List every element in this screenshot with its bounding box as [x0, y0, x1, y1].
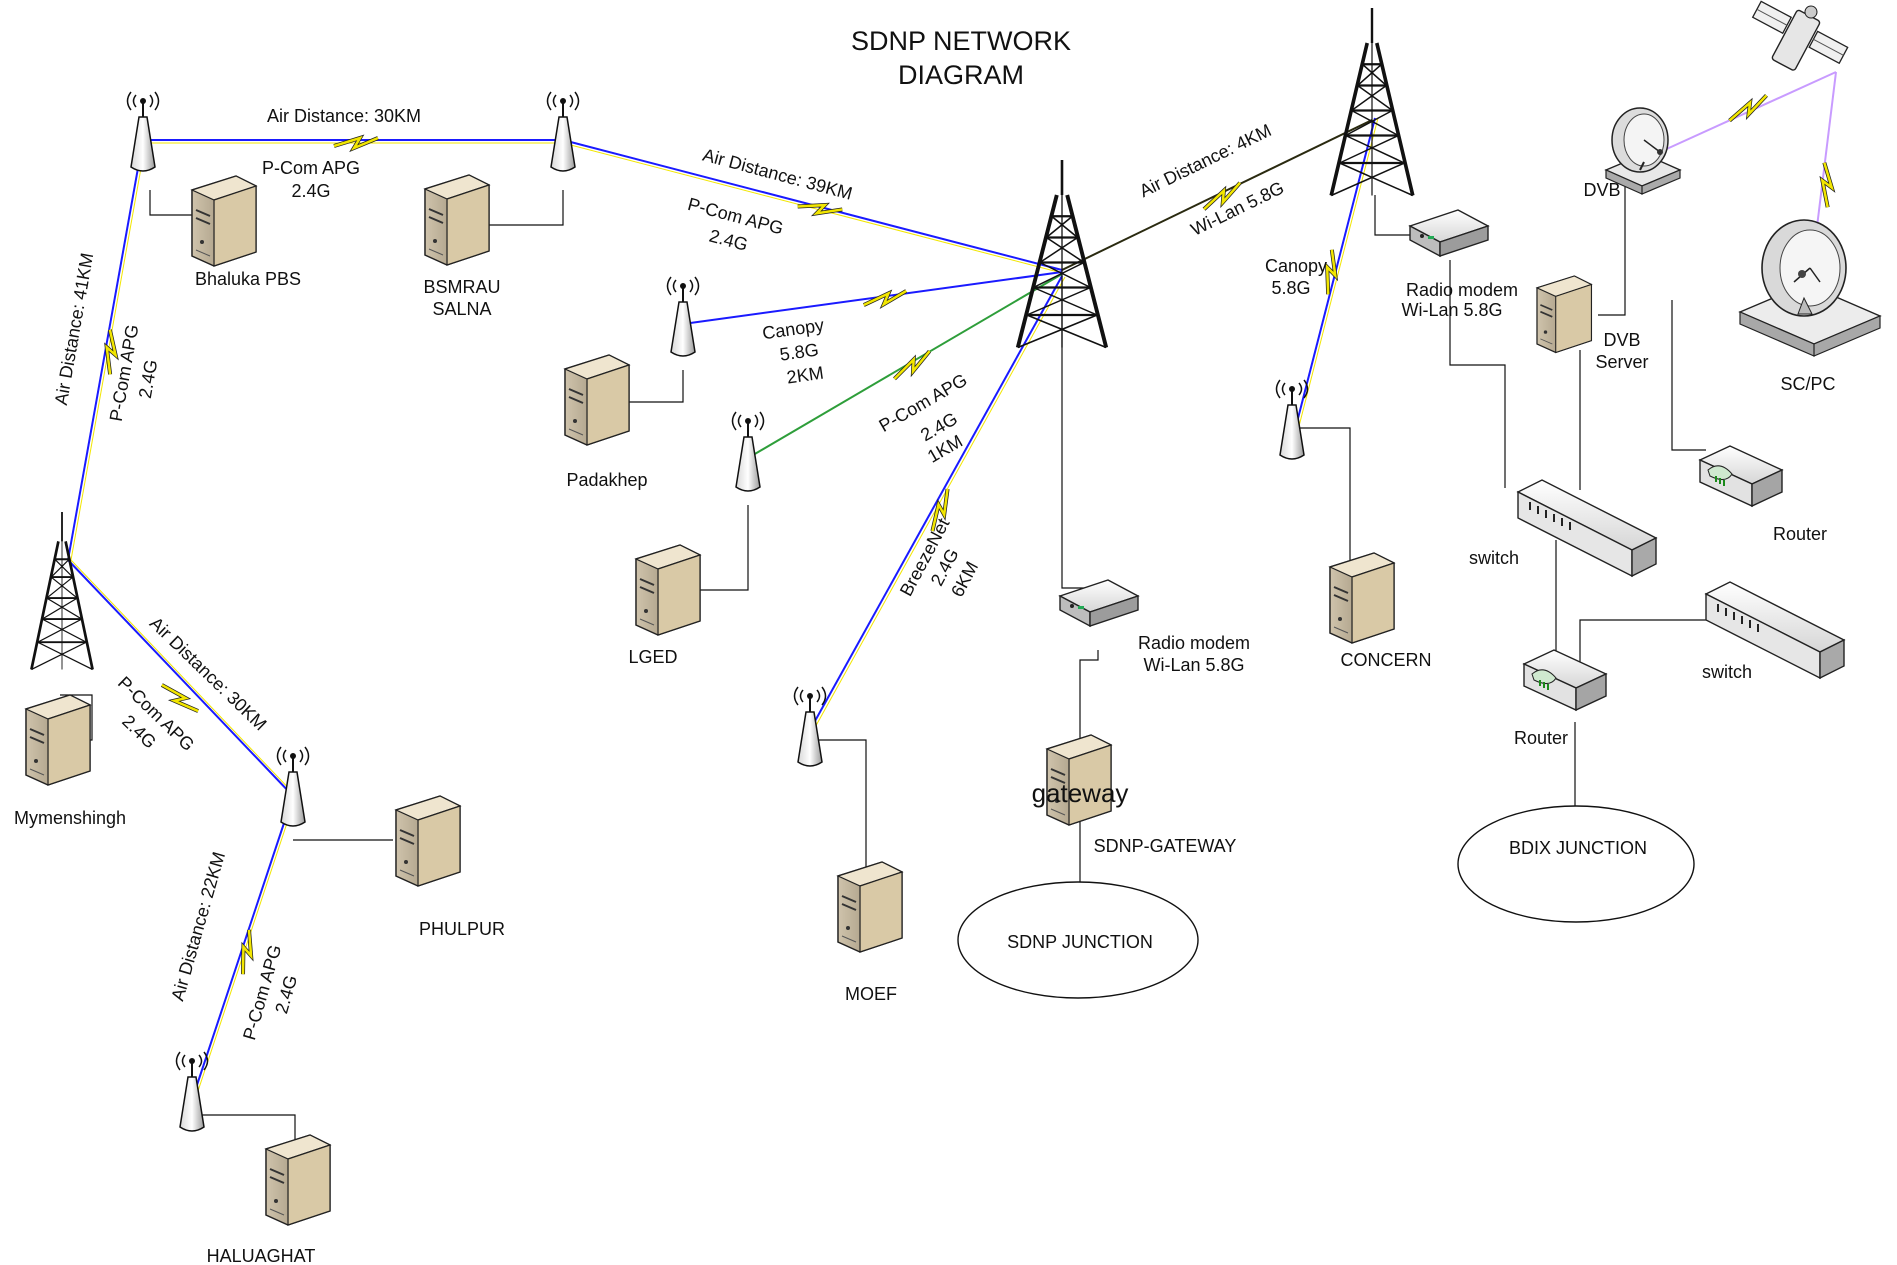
label-top-air-distance: Air Distance: 30KM	[267, 106, 421, 126]
router-right-device	[1699, 445, 1783, 507]
label-bhaluka-pbs: Bhaluka PBS	[195, 269, 301, 289]
server-dvb	[1536, 275, 1593, 354]
label-pad-canopy-2: 5.8G	[778, 339, 819, 364]
sdnp-junction-ellipse	[957, 881, 1199, 999]
label-sdnp-gateway: SDNP-GATEWAY	[1094, 836, 1237, 856]
antenna-padakhep	[666, 276, 700, 357]
label-haluaghat: HALUAGHAT	[207, 1246, 316, 1265]
server-padakhep	[564, 354, 630, 446]
label-lged: LGED	[628, 647, 677, 667]
radio-modem-center	[1059, 579, 1139, 627]
tower-mymenshingh	[29, 510, 95, 672]
label-gateway-overlay: gateway	[1032, 778, 1129, 808]
label-dvb: DVB	[1583, 180, 1620, 200]
label-left-pcom-2: 2.4G	[135, 358, 161, 400]
label-concern: CONCERN	[1340, 650, 1431, 670]
radio-modem-right	[1409, 209, 1489, 257]
link-moef-main-tower	[809, 275, 1063, 731]
diagram-title-line1: SDNP NETWORK	[851, 26, 1071, 56]
tower-main	[1015, 158, 1109, 350]
label-dvb-server-line2: Server	[1595, 352, 1648, 372]
label-radio-modem-right-line2: Wi-Lan 5.8G	[1401, 300, 1502, 320]
label-concern-canopy-2: 5.8G	[1271, 278, 1310, 298]
dvb-dish-icon	[1604, 107, 1682, 195]
label-phulpur: PHULPUR	[419, 919, 505, 939]
label-scpc: SC/PC	[1780, 374, 1835, 394]
bdix-junction-ellipse	[1457, 805, 1695, 923]
satellite-icon	[1751, 0, 1849, 71]
node-labels: SDNP NETWORK DIAGRAM Bhaluka PBS BSMRAU …	[14, 26, 1836, 1265]
label-sdnp-junction: SDNP JUNCTION	[1007, 932, 1153, 952]
diagram-title-line2: DIAGRAM	[898, 60, 1024, 90]
label-dvb-server-line1: DVB	[1603, 330, 1640, 350]
server-moef	[837, 861, 903, 953]
link-mymenshingh-phulpur	[67, 559, 294, 797]
label-moef: MOEF	[845, 984, 897, 1004]
label-bsmrau-line1: BSMRAU	[423, 277, 500, 297]
label-padakhep: Padakhep	[566, 470, 647, 490]
router-bottom-device	[1523, 649, 1607, 711]
label-radio-modem-right-line1: Radio modem	[1406, 280, 1518, 300]
antenna-concern	[1275, 379, 1309, 460]
server-haluaghat	[265, 1134, 331, 1226]
label-concern-canopy-1: Canopy	[1265, 256, 1327, 276]
label-router-bottom: Router	[1514, 728, 1568, 748]
antenna-moef	[793, 686, 827, 767]
label-left-air-distance: Air Distance: 41KM	[51, 251, 97, 406]
label-top-pcom-1: P-Com APG	[262, 158, 360, 178]
label-switch-right: switch	[1702, 662, 1752, 682]
scpc-dish-icon	[1738, 219, 1882, 357]
tower-tall	[1329, 6, 1415, 198]
label-bsm-pcom-2: 2.4G	[707, 225, 750, 254]
cable-lines	[60, 180, 1712, 1155]
label-radio-modem-center-line2: Wi-Lan 5.8G	[1143, 655, 1244, 675]
label-bsmrau-line2: SALNA	[432, 299, 491, 319]
label-mymenshingh: Mymenshingh	[14, 808, 126, 828]
antenna-haluaghat	[175, 1051, 209, 1132]
label-hal-air-distance: Air Distance: 22KM	[167, 850, 229, 1004]
label-top-pcom-2: 2.4G	[291, 181, 330, 201]
antenna-bhaluka	[126, 91, 160, 172]
antenna-phulpur	[276, 746, 310, 827]
server-phulpur	[395, 795, 461, 887]
link-padakhep-main-tower	[682, 271, 1063, 325]
label-router-right: Router	[1773, 524, 1827, 544]
server-bsmrau	[424, 174, 490, 266]
label-switch-left: switch	[1469, 548, 1519, 568]
server-lged	[635, 544, 701, 636]
server-bhaluka	[191, 175, 257, 267]
antenna-bsmrau	[546, 91, 580, 172]
label-bdix-junction: BDIX JUNCTION	[1509, 838, 1647, 858]
server-concern	[1329, 552, 1395, 644]
server-mymenshingh	[25, 694, 91, 786]
label-pad-canopy-3: 2KM	[785, 363, 824, 388]
label-radio-modem-center-line1: Radio modem	[1138, 633, 1250, 653]
switch-left-device	[1517, 479, 1657, 577]
